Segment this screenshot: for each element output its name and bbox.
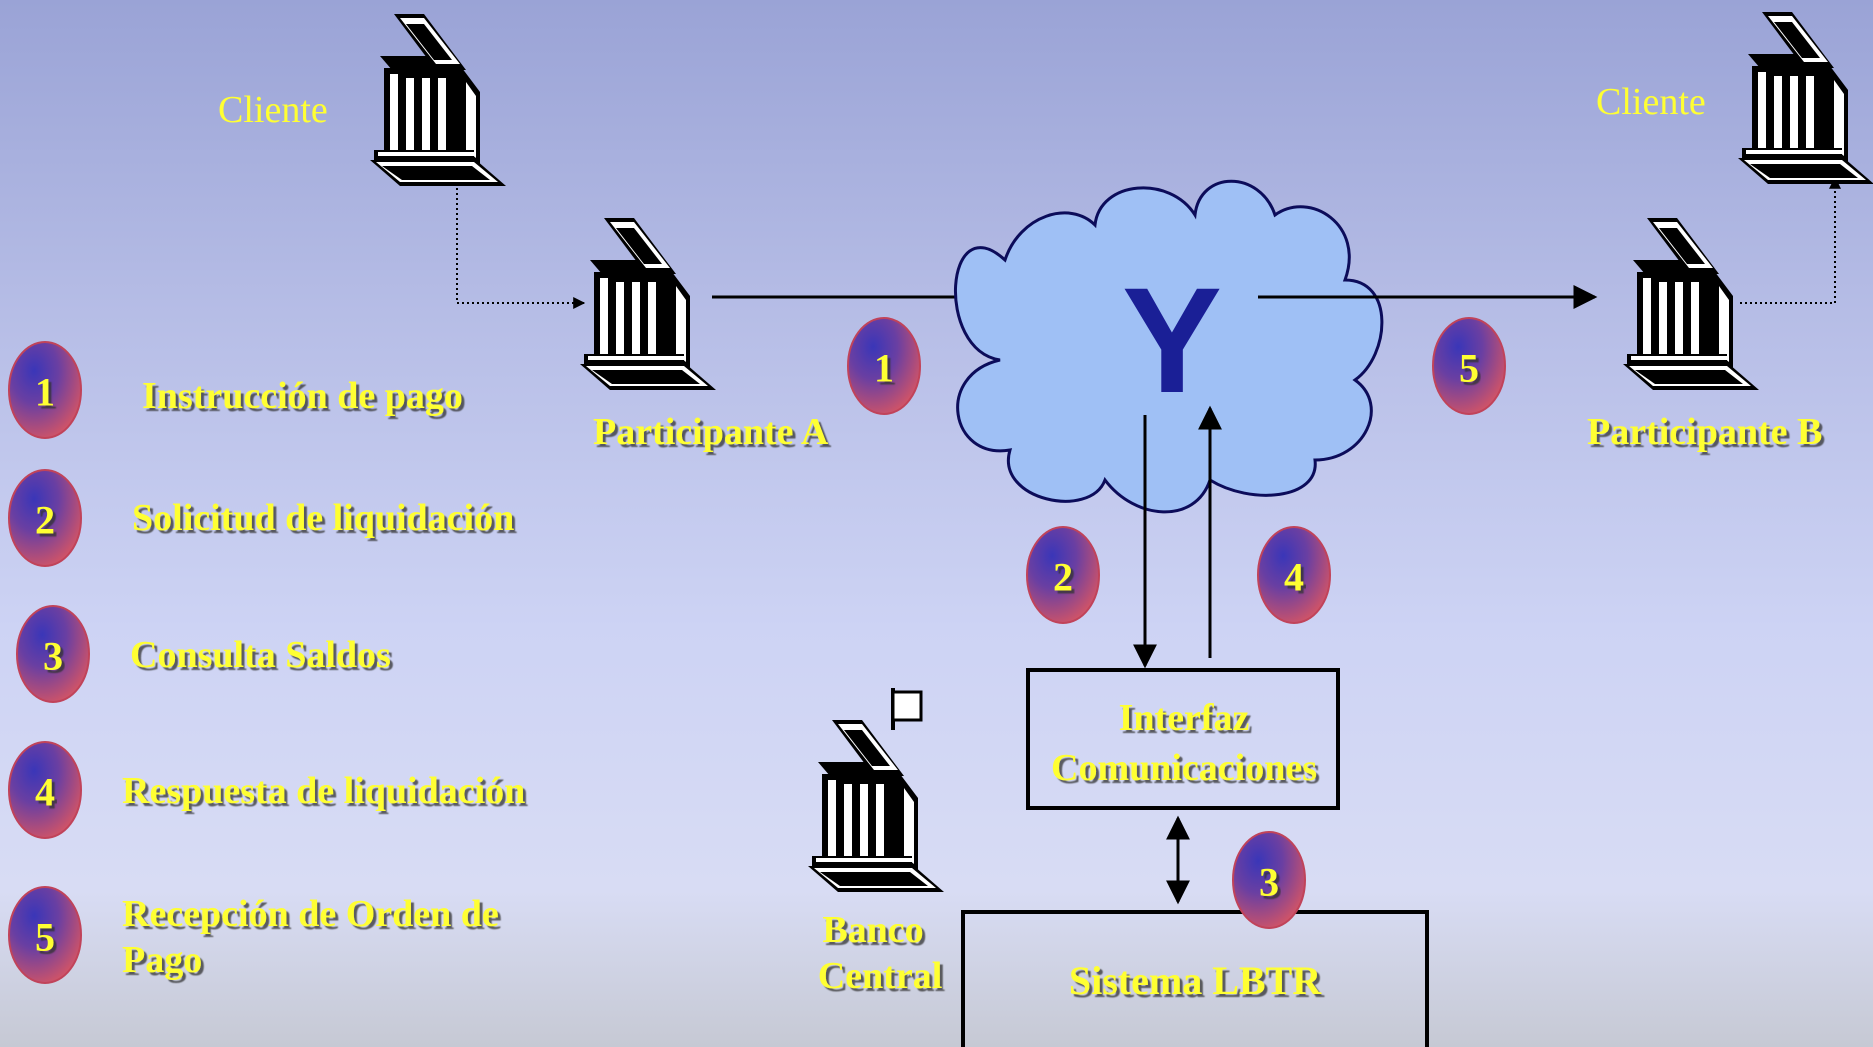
legend-item-5-text-line1: Recepción de Orden de	[122, 893, 499, 935]
central-bank-icon	[808, 688, 944, 892]
legend-item-1-number: 1	[35, 370, 55, 415]
client-a-bank-icon	[370, 14, 506, 186]
flow-badge-2: 2	[1026, 526, 1100, 624]
legend-item-3: 3 Consulta Saldos	[16, 605, 391, 703]
flow-badge-5-number: 5	[1459, 346, 1479, 391]
participant-b-to-client-b-connector	[1740, 176, 1841, 304]
interface-box	[1026, 668, 1340, 810]
client-b-label: Cliente	[1596, 81, 1706, 123]
flow-badge-3: 3	[1232, 831, 1306, 929]
interface-label-line2: Comunicaciones	[1051, 747, 1317, 789]
central-bank-label-line1: Banco	[822, 909, 923, 951]
flow-badge-3-number: 3	[1259, 860, 1279, 905]
participant-a-label: Participante A	[593, 411, 829, 453]
legend-item-1-text: Instrucción de pago	[142, 375, 463, 417]
client-a-to-participant-a-connector	[456, 178, 586, 309]
lbtr-box	[961, 910, 1429, 1047]
legend: 1 Instrucción de pago 2 Solicitud de liq…	[8, 341, 525, 984]
flow-badge-1: 1	[847, 317, 921, 415]
central-bank-label-line2: Central	[818, 955, 943, 997]
legend-item-2-number: 2	[35, 498, 55, 543]
legend-item-4: 4 Respuesta de liquidación	[8, 741, 525, 839]
participant-b-bank-icon	[1623, 218, 1759, 390]
flow-badge-2-number: 2	[1053, 555, 1073, 600]
legend-item-5: 5 Recepción de Orden de Pago	[8, 886, 499, 984]
legend-item-2: 2 Solicitud de liquidación	[8, 469, 514, 567]
participant-b-label: Participante B	[1587, 411, 1822, 453]
flow-badge-1-number: 1	[874, 346, 894, 391]
legend-item-3-number: 3	[43, 634, 63, 679]
network-cloud	[954, 179, 1384, 514]
legend-item-5-text-line2: Pago	[122, 939, 202, 981]
legend-item-3-text: Consulta Saldos	[130, 634, 391, 676]
flow-badge-4-number: 4	[1284, 555, 1304, 600]
legend-item-4-text: Respuesta de liquidación	[122, 770, 525, 812]
client-a-label: Cliente	[218, 89, 328, 131]
client-b-bank-icon	[1738, 12, 1873, 184]
network-y-symbol: Y	[1122, 256, 1222, 424]
flow-badge-4: 4	[1257, 526, 1331, 624]
interface-label-line1: Interfaz	[1119, 697, 1250, 739]
legend-item-2-text: Solicitud de liquidación	[132, 497, 514, 539]
legend-item-4-number: 4	[35, 770, 55, 815]
legend-item-5-number: 5	[35, 915, 55, 960]
legend-item-1: 1 Instrucción de pago	[8, 341, 463, 439]
lbtr-label: Sistema LBTR	[1069, 958, 1322, 1003]
flow-badge-5: 5	[1432, 317, 1506, 415]
participant-a-bank-icon	[580, 218, 716, 390]
